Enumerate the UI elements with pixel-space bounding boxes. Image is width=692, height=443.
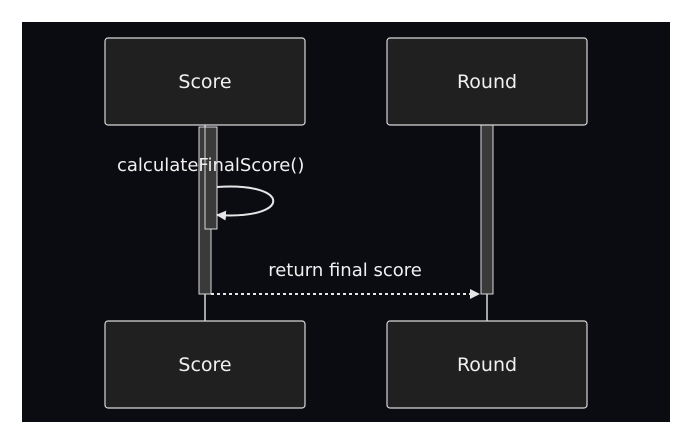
activation-bar-score-nested xyxy=(204,126,218,230)
activation-bar-round xyxy=(480,124,494,295)
participant-label: Round xyxy=(457,354,517,376)
participant-round-bottom[interactable]: Round xyxy=(386,320,588,409)
participant-label: Score xyxy=(178,354,231,376)
message-label-self-call: calculateFinalScore() xyxy=(117,155,304,176)
message-label-return: return final score xyxy=(268,260,422,281)
participant-score-top[interactable]: Score xyxy=(104,37,306,126)
sequence-diagram: Score Round calculateFinalScore() return… xyxy=(104,37,588,409)
participant-score-bottom[interactable]: Score xyxy=(104,320,306,409)
participant-round-top[interactable]: Round xyxy=(386,37,588,126)
diagram-canvas: Score Round calculateFinalScore() return… xyxy=(22,22,670,422)
participant-label: Round xyxy=(457,71,517,93)
participant-label: Score xyxy=(178,71,231,93)
self-call-arrow xyxy=(216,185,275,221)
